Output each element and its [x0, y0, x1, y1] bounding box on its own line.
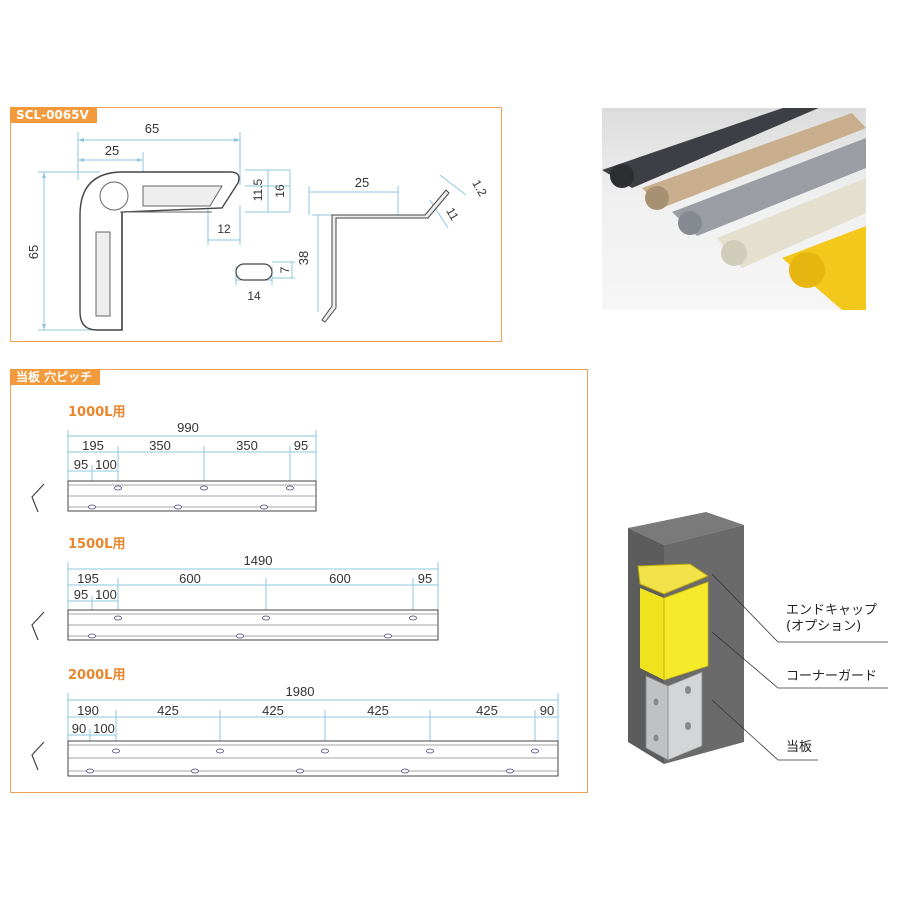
color-sample-black [602, 108, 819, 188]
callout-end-cap-line1: エンドキャップ [786, 603, 878, 618]
dim-11-5: 11.5 [251, 178, 265, 201]
board-1000-total: 990 [177, 420, 199, 435]
board-1000-dim-4: 95 [294, 438, 308, 453]
corner-guard [640, 588, 664, 680]
color-sample-gray [672, 138, 866, 236]
dim-slot-width: 14 [247, 289, 261, 303]
profile-drawing: 65 25 65 11.5 16 12 14 7 25 38 1.2 11 [26, 121, 490, 331]
board-2000 [67, 740, 559, 777]
callout-corner-guard: コーナーガード [786, 669, 878, 684]
board-1500-total: 1490 [244, 553, 273, 568]
callout-end-cap-line2: (オプション) [786, 619, 862, 634]
board-2000-dim-4: 425 [367, 703, 389, 718]
installation-illustration [628, 512, 888, 764]
profile-drawing-panel [10, 107, 502, 342]
hole-pitch-panel [10, 369, 588, 793]
backing-plate [645, 675, 669, 761]
board-1000-dim-3: 350 [236, 438, 258, 453]
board-2000-sub-1: 90 [72, 721, 86, 736]
board-2000-dim-1: 190 [77, 703, 99, 718]
board-2000-sub-2: 100 [93, 721, 115, 736]
board-1000-sub-1: 95 [74, 457, 88, 472]
board-title-1000: 1000L用 [68, 405, 126, 420]
board-1500-sub-1: 95 [74, 587, 88, 602]
board-1500-dim-1: 195 [77, 571, 99, 586]
board-2000-dim-5: 425 [476, 703, 498, 718]
hole-pitch-drawing: 990 195 350 350 95 95 100 1490 195 600 6… [31, 420, 559, 777]
board-1500-dim-3: 600 [329, 571, 351, 586]
board-2000-total: 1980 [286, 684, 315, 699]
model-tag: SCL-0065V [10, 107, 97, 123]
callout-plate: 当板 [786, 740, 813, 755]
dim-65-width: 65 [145, 121, 159, 136]
dim-plate-height: 38 [296, 251, 311, 265]
board-title-2000: 2000L用 [68, 668, 126, 683]
color-sample-beige [642, 113, 866, 208]
board-title-1500: 1500L用 [68, 537, 126, 552]
color-sample-ivory [717, 178, 866, 268]
callout-end-cap: エンドキャップ (オプション) [786, 603, 877, 635]
dim-16: 16 [273, 184, 287, 198]
board-1000-dim-2: 350 [149, 438, 171, 453]
product-photo [602, 108, 866, 310]
board-2000-dim-6: 90 [540, 703, 554, 718]
dim-plate-width: 25 [355, 175, 369, 190]
corner-guard-colors-image [602, 108, 866, 310]
board-2000-dim-2: 425 [157, 703, 179, 718]
dim-plate-thickness: 1.2 [469, 177, 490, 199]
dim-25-inner: 25 [105, 143, 119, 158]
board-2000-dim-3: 425 [262, 703, 284, 718]
board-1500-sub-2: 100 [95, 587, 117, 602]
board-1500-dim-4: 95 [418, 571, 432, 586]
board-1000-dim-1: 195 [82, 438, 104, 453]
hole-pitch-tag: 当板 穴ピッチ [10, 369, 101, 385]
board-1000-sub-2: 100 [95, 457, 117, 472]
dim-slot-height: 7 [278, 266, 292, 273]
dim-12: 12 [217, 222, 231, 236]
board-1500-dim-2: 600 [179, 571, 201, 586]
end-cap [637, 563, 710, 595]
dim-plate-lip: 11 [443, 205, 462, 223]
dim-65-height: 65 [26, 245, 41, 259]
